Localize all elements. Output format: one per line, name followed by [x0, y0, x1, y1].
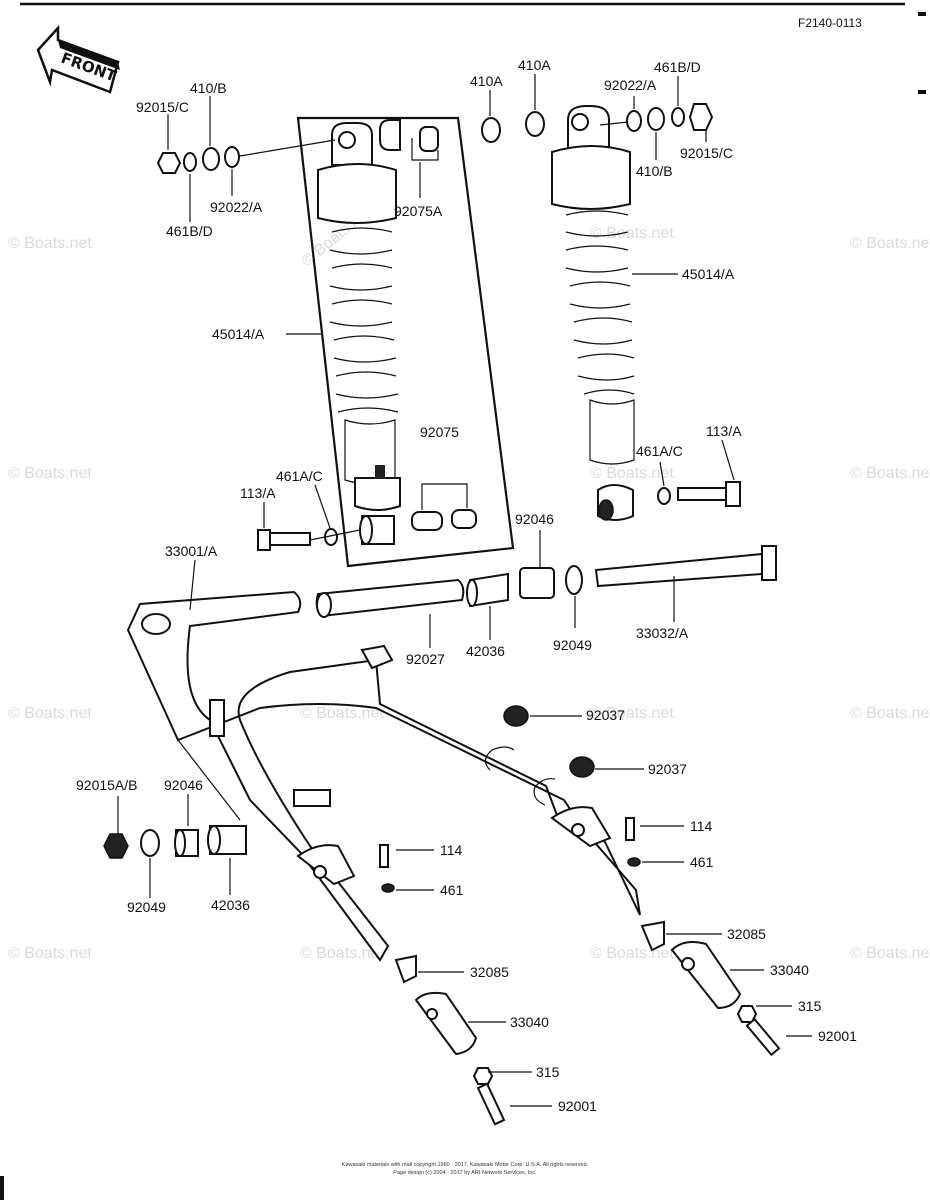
watermark-text: © Boats.net	[300, 705, 384, 722]
label-92001-left: 92001	[558, 1098, 597, 1114]
part-labels: 92015/C 410/B 461B/D 92022/A 92075A 410A…	[76, 57, 857, 1114]
label-92046-top: 92046	[515, 511, 554, 527]
watermark-text: © Boats.net	[8, 235, 92, 252]
footer-copyright: Kawasaki materials with mail copyright 1…	[342, 1162, 589, 1168]
label-32085-left: 32085	[470, 964, 509, 980]
label-461ac-right: 461A/C	[636, 443, 683, 459]
swing-arm	[126, 590, 641, 962]
right-shock-absorber	[551, 105, 635, 521]
label-92015ab: 92015A/B	[76, 777, 138, 793]
label-92037-2: 92037	[648, 761, 687, 777]
label-33040-left: 33040	[510, 1014, 549, 1030]
label-410b-right: 410/B	[636, 163, 673, 179]
label-461bd-right: 461B/D	[654, 59, 701, 75]
label-410a-2: 410A	[518, 57, 551, 73]
chain-adjusters	[379, 705, 781, 1126]
label-33040-right: 33040	[770, 962, 809, 978]
watermark-text: © Boats.net	[590, 225, 674, 242]
left-bottom-hardware	[257, 138, 477, 551]
watermark-text: © Boats.net	[8, 465, 92, 482]
watermark-text: © Boats.net	[590, 465, 674, 482]
label-461-right: 461	[690, 854, 714, 870]
label-42036-left: 42036	[211, 897, 250, 913]
label-33032a: 33032/A	[636, 625, 689, 641]
label-92022a-right: 92022/A	[604, 77, 657, 93]
label-461-left: 461	[440, 882, 464, 898]
pivot-hardware	[315, 545, 777, 618]
footer-page-design: Page design (c) 2004 - 2017 by ARI Netwo…	[393, 1170, 537, 1176]
margin-mark	[0, 1176, 4, 1200]
label-113a-left: 113/A	[240, 485, 276, 501]
label-92022a-left: 92022/A	[210, 199, 263, 215]
right-top-hardware	[481, 103, 714, 143]
label-461ac-left: 461A/C	[276, 468, 323, 484]
label-92001-right: 92001	[818, 1028, 857, 1044]
right-bottom-hardware	[657, 481, 741, 507]
watermark-text: © Boats.net	[850, 945, 930, 962]
label-461bd-left: 461B/D	[166, 223, 213, 239]
label-92075a: 92075A	[394, 203, 443, 219]
watermark-text: © Boats.net	[850, 235, 930, 252]
label-92046-left: 92046	[164, 777, 203, 793]
label-92027: 92027	[406, 651, 445, 667]
label-114-left: 114	[440, 842, 463, 858]
margin-mark	[918, 12, 926, 16]
label-315-left: 315	[536, 1064, 560, 1080]
watermark-text: © Boats.net	[8, 705, 92, 722]
front-arrow-icon: FRONT	[36, 24, 120, 94]
watermark-text: © Boats.net	[590, 945, 674, 962]
left-shock-absorber	[317, 122, 401, 511]
label-113a-right: 113/A	[706, 423, 742, 439]
watermark-text: © Boats.net	[850, 705, 930, 722]
watermark-text: © Boats.net	[300, 945, 384, 962]
margin-mark	[918, 90, 926, 94]
label-410a-1: 410A	[470, 73, 503, 89]
label-92049-top: 92049	[553, 637, 592, 653]
label-92037-1: 92037	[586, 707, 625, 723]
label-45014a-right: 45014/A	[682, 266, 735, 282]
leader-lines	[117, 74, 812, 1107]
label-315-right: 315	[798, 998, 822, 1014]
label-92015c-left: 92015/C	[136, 99, 189, 115]
watermark-text: © Boats.net	[8, 945, 92, 962]
watermark-text: © Boats.net	[850, 465, 930, 482]
left-pivot-hardware	[103, 825, 247, 859]
label-92075: 92075	[420, 424, 459, 440]
label-114-right: 114	[690, 818, 713, 834]
watermark-text: © Boats.net	[590, 705, 674, 722]
left-top-hardware	[156, 119, 439, 174]
label-33001a: 33001/A	[165, 543, 218, 559]
label-42036-top: 42036	[466, 643, 505, 659]
label-32085-right: 32085	[727, 926, 766, 942]
label-92049-left: 92049	[127, 899, 166, 915]
diagram-code: F2140-0113	[798, 16, 862, 30]
label-92015c-right: 92015/C	[680, 145, 733, 161]
label-410b-left: 410/B	[190, 80, 227, 96]
left-shock-group-box	[296, 116, 515, 568]
label-45014a-left: 45014/A	[212, 326, 265, 342]
